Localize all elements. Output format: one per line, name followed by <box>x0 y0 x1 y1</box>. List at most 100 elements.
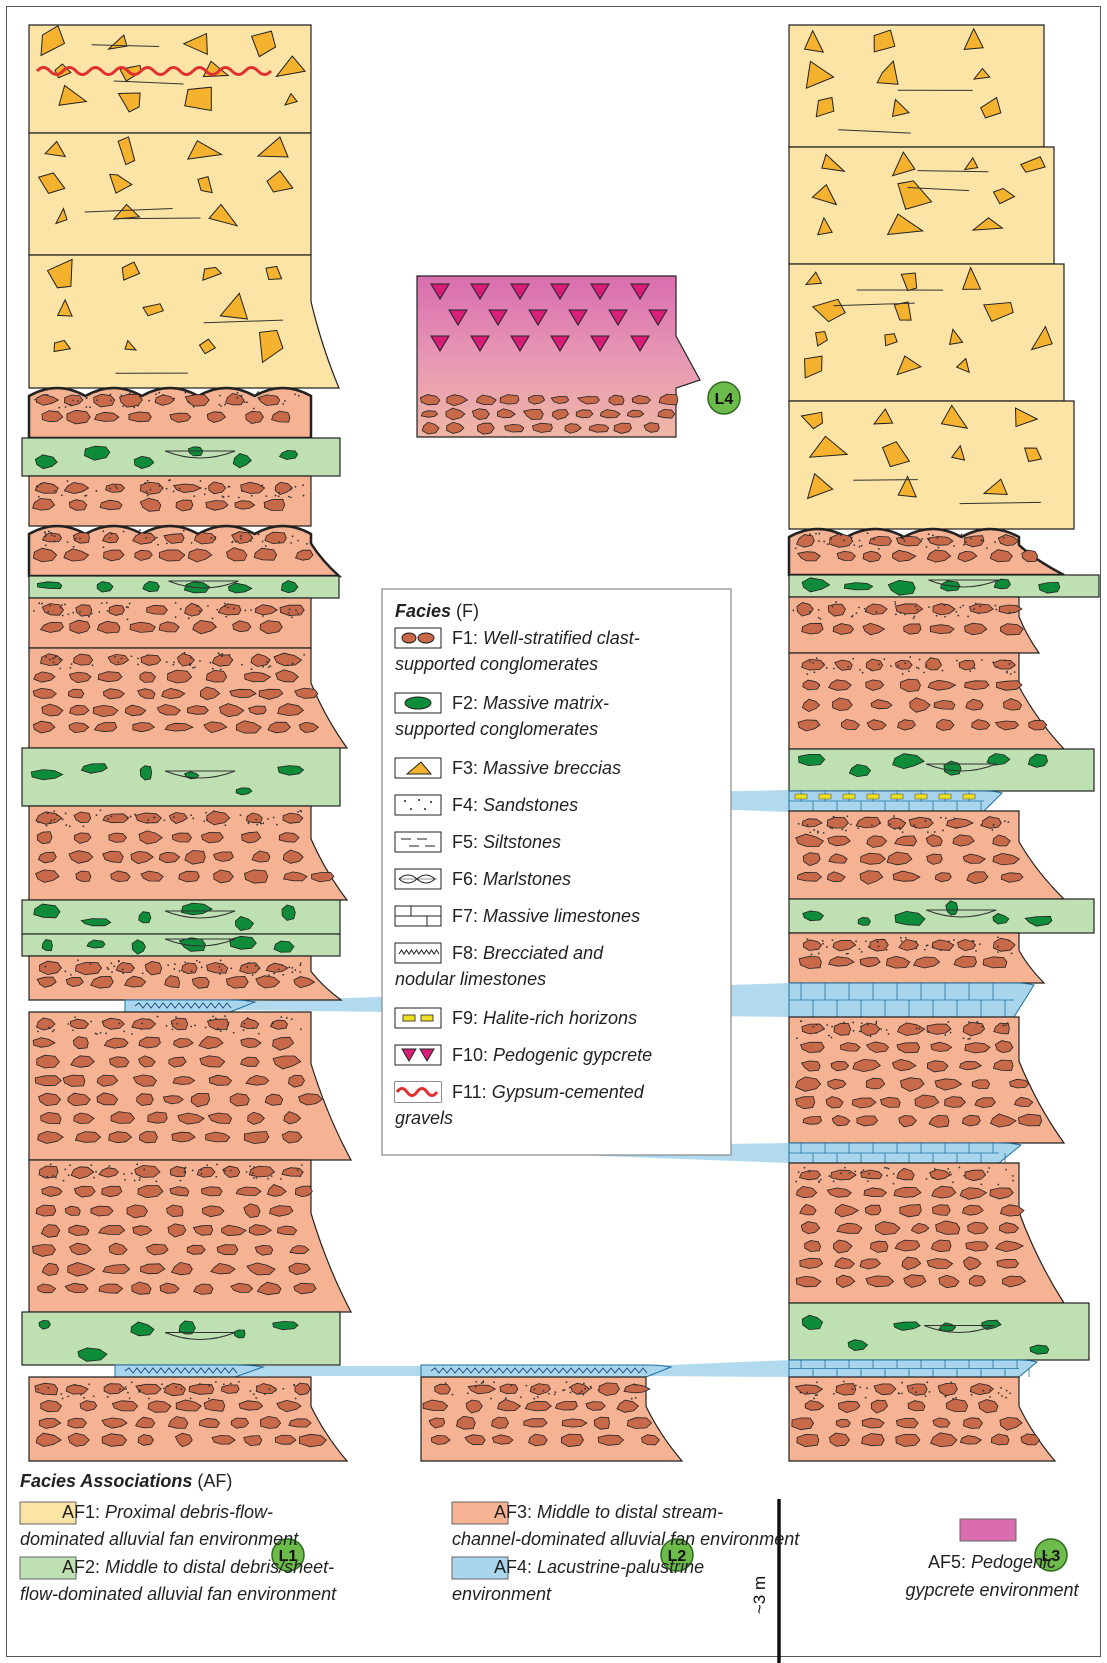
l1-af2-bed-6 <box>22 1312 340 1365</box>
af-legend-title-suffix: (AF) <box>192 1471 232 1491</box>
facies-desc: Gypsum-cemented <box>492 1082 645 1102</box>
af-legend-item-line2: dominated alluvial fan environment <box>20 1529 299 1549</box>
facies-desc: Marlstones <box>483 869 571 889</box>
af-legend-item-line2: flow-dominated alluvial fan environment <box>20 1584 337 1604</box>
l3-af4-bed-4 <box>789 1360 1037 1377</box>
l3-af2-bed-3 <box>789 899 1094 933</box>
facies-legend-item-line1: F10: Pedogenic gypcrete <box>452 1045 652 1065</box>
l1-af2-bed-1 <box>22 438 340 476</box>
l1-af2-bed-3 <box>22 748 340 806</box>
facies-code: F2: <box>452 693 483 713</box>
l1-af3-bed-10 <box>29 1377 347 1461</box>
brick-icon <box>395 906 441 926</box>
l1-af3-bed-8 <box>29 1012 351 1160</box>
facies-legend-item: F10: Pedogenic gypcrete <box>395 1045 652 1065</box>
af-legend-title: Facies Associations <box>20 1471 192 1491</box>
breccia-icon <box>395 758 441 778</box>
zigzag-icon <box>395 943 441 963</box>
l1-af3-bed-5 <box>29 648 347 748</box>
facies-desc: Massive breccias <box>483 758 621 778</box>
l1-af3-bed-7 <box>29 956 341 1000</box>
facies-legend-item-line2: supported conglomerates <box>395 719 598 739</box>
dots-icon <box>395 795 441 815</box>
l1-af2-bed-4 <box>22 900 340 934</box>
af-code: AF5: <box>928 1552 971 1572</box>
af-desc: Middle to distal stream- <box>537 1502 723 1522</box>
l3-af3-bed-3 <box>789 653 1064 749</box>
facies-desc: Brecciated and <box>483 943 604 963</box>
l1-af3-bed-2 <box>29 476 311 526</box>
facies-legend-item-line2: gravels <box>395 1108 453 1128</box>
l1-af1-bed-1 <box>29 25 311 133</box>
af-code: AF3: <box>494 1502 537 1522</box>
af-swatch <box>960 1519 1016 1541</box>
locality-label-l4: L4 <box>715 391 734 408</box>
af-legend-item-line1: AF4: Lacustrine-palustrine <box>494 1557 704 1577</box>
l1-af4-bed-1 <box>125 1000 255 1012</box>
facies-legend-item-line1: F2: Massive matrix- <box>452 693 609 713</box>
l3-af1-bed-1 <box>789 25 1044 147</box>
dashes-icon <box>395 832 441 852</box>
clast-icon <box>395 628 441 648</box>
af-code: AF1: <box>62 1502 105 1522</box>
af-legend: Facies Associations (AF) AF1: Proximal d… <box>6 1462 1101 1604</box>
l3-af1-bed-2 <box>789 147 1054 264</box>
af-legend-item: AF3: Middle to distal stream-channel-dom… <box>452 1502 800 1549</box>
af-legend-item: AF5: Pedogenicgypcrete environment <box>905 1519 1079 1600</box>
af-code: AF2: <box>62 1557 105 1577</box>
facies-code: F9: <box>452 1008 483 1028</box>
facies-code: F4: <box>452 795 483 815</box>
af-legend-item-line1: AF1: Proximal debris-flow- <box>62 1502 273 1522</box>
l2-af4-bed-1 <box>421 1365 671 1377</box>
l3-af2-bed-4 <box>789 1303 1089 1360</box>
facies-code: F3: <box>452 758 483 778</box>
af-desc: Lacustrine-palustrine <box>537 1557 704 1577</box>
l3-af4-bed-2 <box>789 983 1034 1017</box>
facies-code: F11: <box>452 1082 492 1102</box>
column-l4 <box>417 276 700 437</box>
l3-af3-bed-5 <box>789 933 1044 983</box>
af-legend-item-line2: channel-dominated alluvial fan environme… <box>452 1529 800 1549</box>
l4-af5-profile <box>417 276 700 437</box>
facies-legend-item: F4: Sandstones <box>395 795 578 815</box>
l2-af3-bed-1 <box>421 1377 682 1461</box>
facies-legend-item-line1: F9: Halite-rich horizons <box>452 1008 637 1028</box>
column-l1 <box>22 25 351 1461</box>
ellipses-icon <box>395 869 441 889</box>
af-legend-item-line2: environment <box>452 1584 552 1604</box>
af-legend-item: AF2: Middle to distal debris/sheet-flow-… <box>20 1557 337 1604</box>
l3-af1-bed-3 <box>789 264 1064 401</box>
facies-legend-item: F5: Siltstones <box>395 832 561 852</box>
l1-af3-bed-3 <box>29 526 339 576</box>
l3-af2-bed-2 <box>789 749 1094 791</box>
l1-af3-bed-9 <box>29 1160 351 1312</box>
facies-legend-item-line1: F1: Well-stratified clast- <box>452 628 640 648</box>
facies-legend-item-line1: F7: Massive limestones <box>452 906 640 926</box>
facies-legend-title-wrap: Facies (F) <box>395 601 479 621</box>
facies-legend-item-line1: F5: Siltstones <box>452 832 561 852</box>
facies-code: F6: <box>452 869 483 889</box>
l1-af2-bed-5 <box>22 934 340 956</box>
l1-af3-bed-4 <box>29 598 311 648</box>
l1-af3-bed-6 <box>29 806 347 900</box>
facies-code: F5: <box>452 832 483 852</box>
af-legend-item: AF4: Lacustrine-palustrine environment <box>452 1557 704 1604</box>
facies-legend-item-line2: supported conglomerates <box>395 654 598 674</box>
column-l3 <box>789 25 1099 1461</box>
facies-legend-title: Facies <box>395 601 451 621</box>
af-legend-title-wrap: Facies Associations (AF) <box>20 1471 232 1491</box>
facies-legend-item: F7: Massive limestones <box>395 906 640 926</box>
scale-bar-label: ~3 m <box>750 1576 769 1614</box>
facies-desc: Sandstones <box>483 795 578 815</box>
l1-af4-bed-2 <box>115 1365 263 1377</box>
l3-af2-bed-1 <box>789 575 1099 597</box>
facies-legend-item-line1: F3: Massive breccias <box>452 758 621 778</box>
facies-code: F7: <box>452 906 483 926</box>
af-code: AF4: <box>494 1557 537 1577</box>
column-l2 <box>421 1365 682 1461</box>
facies-legend-item-line2: nodular limestones <box>395 969 546 989</box>
l3-af1-bed-4 <box>789 401 1074 529</box>
af-desc: Pedogenic <box>971 1552 1056 1572</box>
facies-legend-item-line1: F8: Brecciated and <box>452 943 604 963</box>
